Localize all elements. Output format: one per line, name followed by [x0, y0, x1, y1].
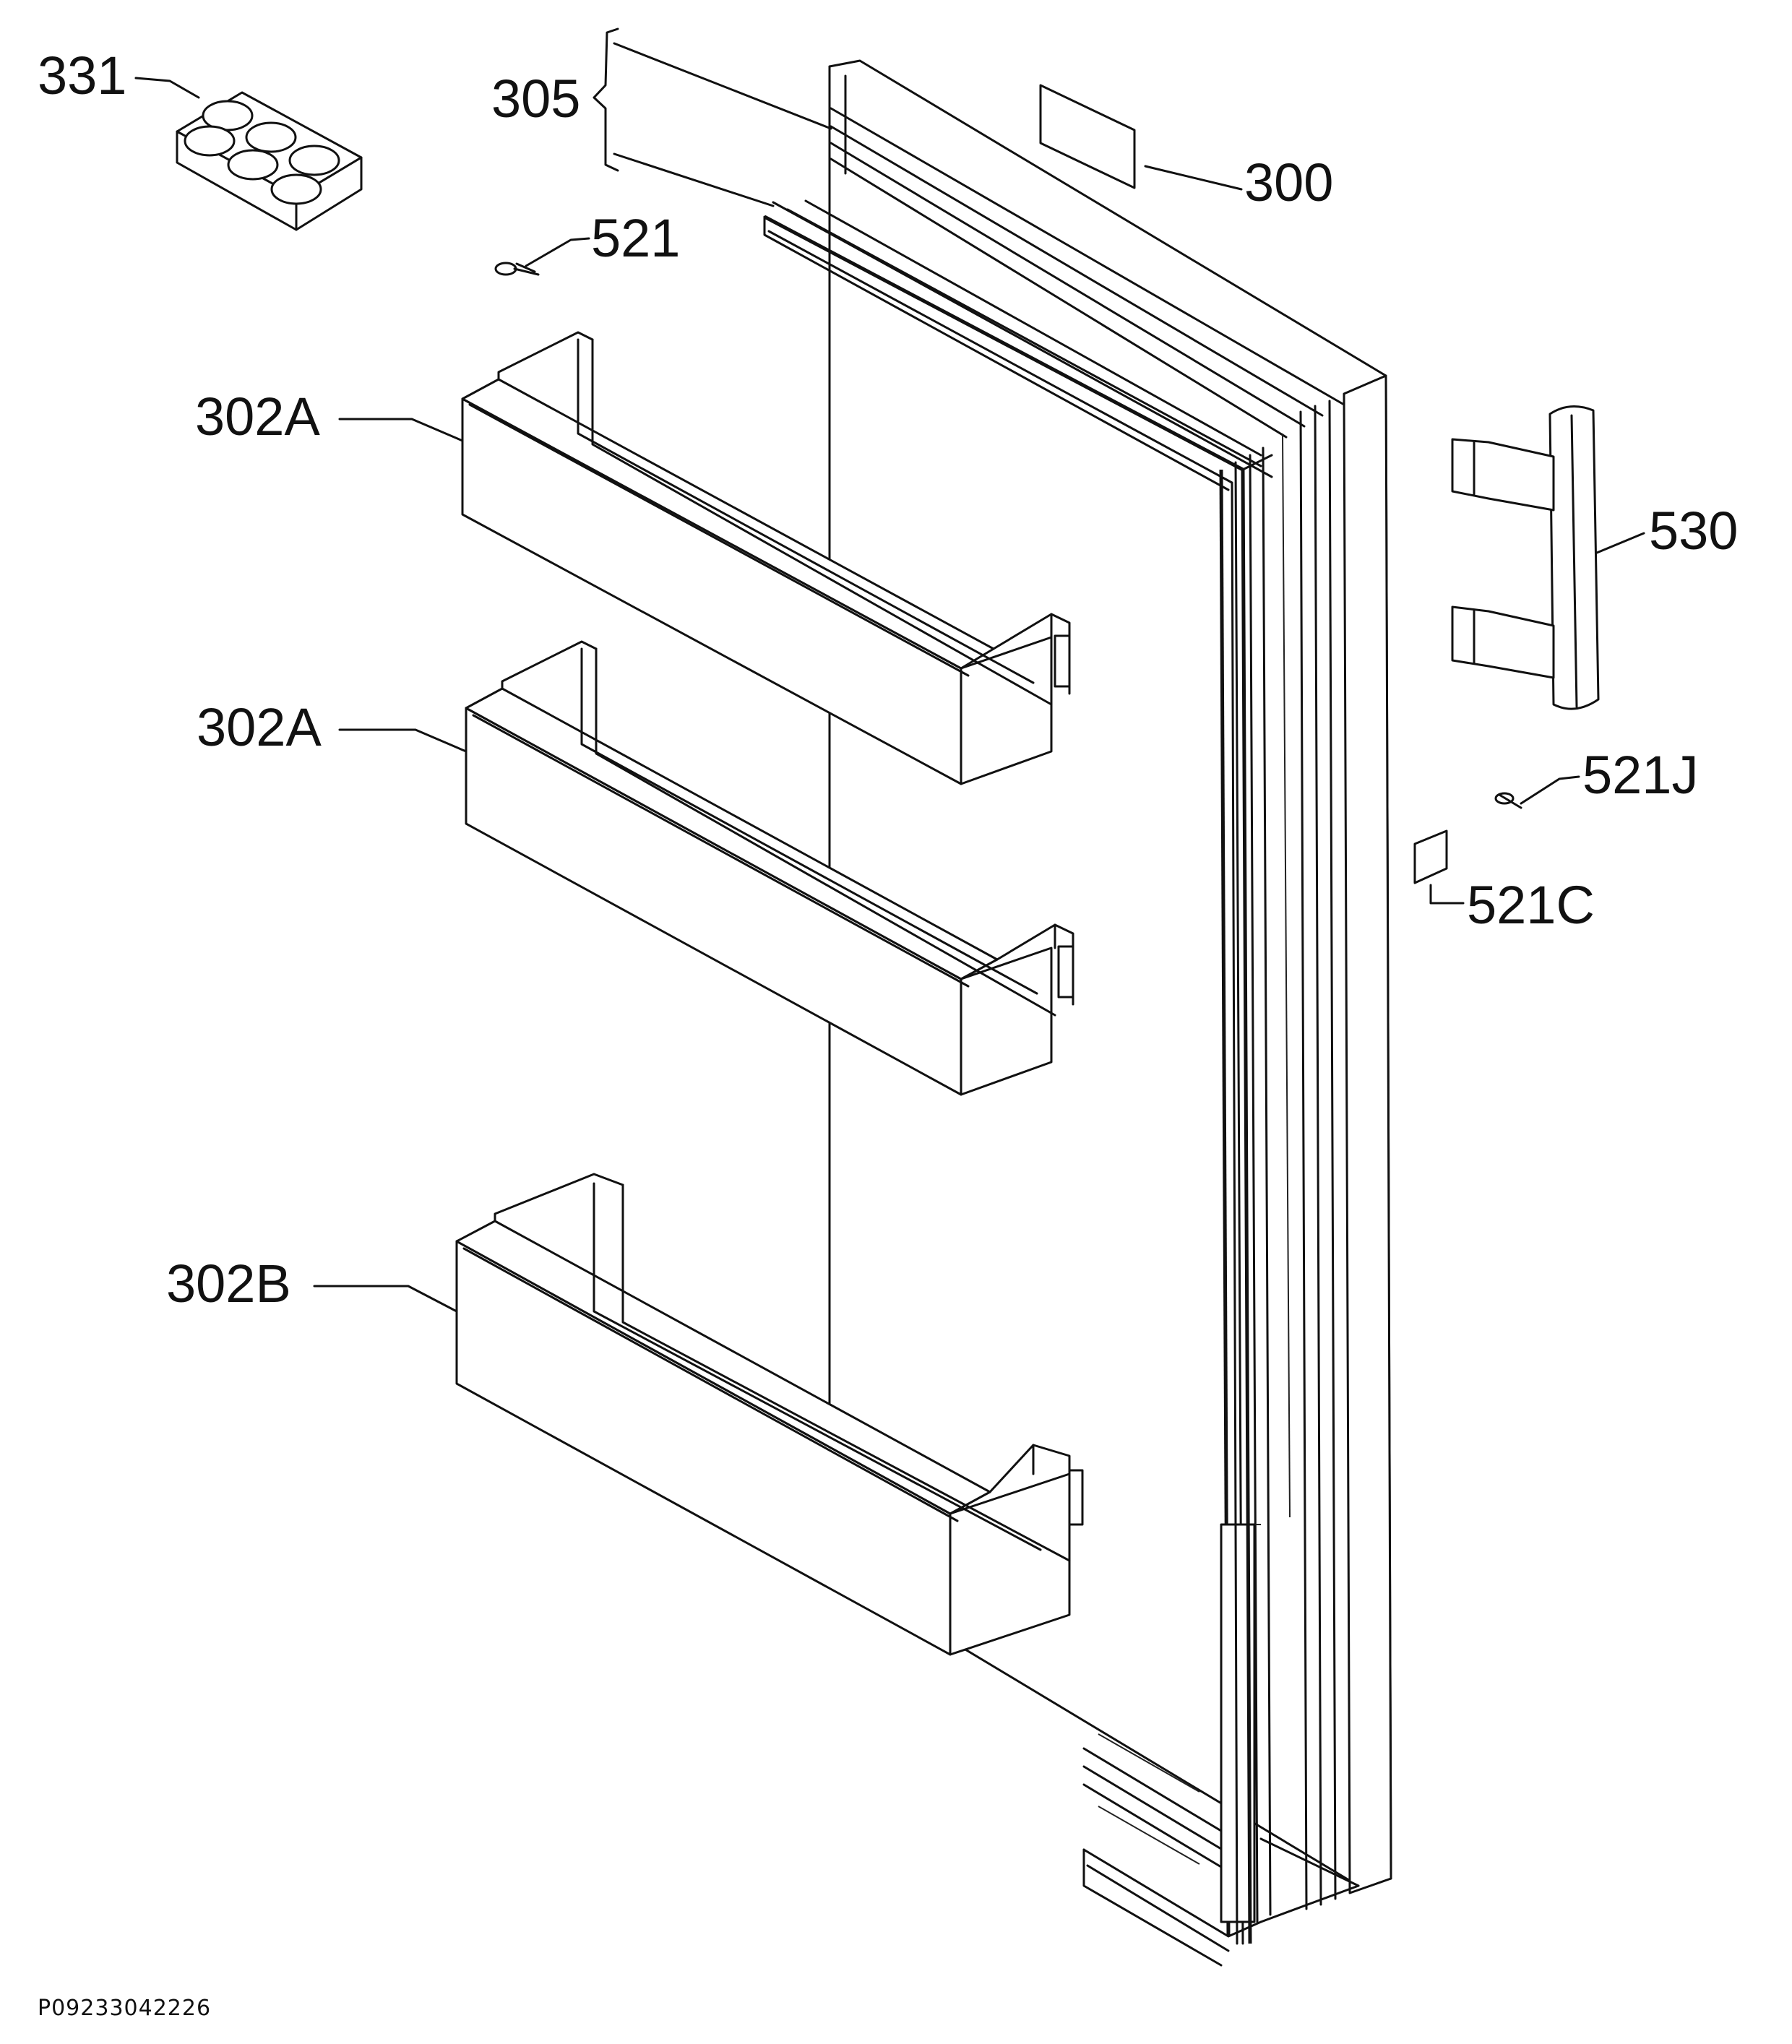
callout-521j: 521J — [1582, 745, 1698, 805]
door-shelf-middle — [465, 640, 1074, 1096]
egg-tray — [176, 91, 363, 231]
door-gasket — [763, 199, 1273, 1945]
cover-521c — [1413, 829, 1448, 884]
door-shelf-lower — [455, 1173, 1084, 1656]
callout-331: 331 — [38, 46, 126, 105]
door-handle — [1451, 405, 1600, 710]
callout-302a-middle: 302A — [197, 697, 322, 757]
callout-305: 305 — [491, 69, 580, 129]
door-shelf-upper — [461, 331, 1071, 785]
rating-plate — [1039, 84, 1136, 189]
callout-302b: 302B — [166, 1254, 291, 1314]
leader-lines — [134, 27, 1645, 1313]
callout-521: 521 — [591, 208, 680, 268]
callout-530: 530 — [1649, 501, 1738, 561]
screw-521j — [1494, 792, 1522, 809]
door-panel — [828, 59, 1392, 1967]
callout-521c: 521C — [1467, 875, 1595, 935]
callout-302a-upper: 302A — [195, 387, 320, 447]
callout-300: 300 — [1244, 152, 1333, 212]
screw-521 — [494, 262, 540, 276]
document-code: P09233042226 — [38, 1996, 212, 2021]
